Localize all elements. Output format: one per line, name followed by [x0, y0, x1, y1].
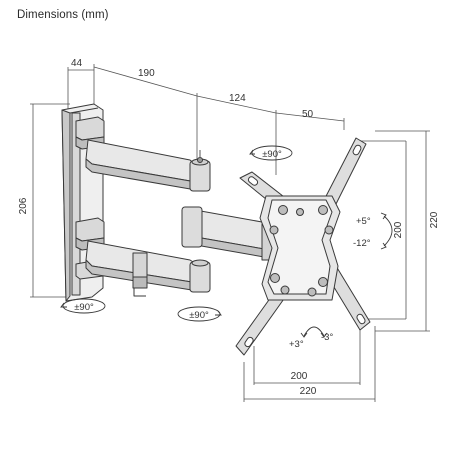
dim-label-124: 124 [229, 93, 246, 104]
dim-line-124 [196, 95, 277, 114]
vesa-plate [235, 137, 371, 356]
rotate-plus-label: +3° [289, 339, 304, 350]
dimension-lines [30, 64, 430, 402]
wall-swivel-label: ±90° [74, 302, 94, 313]
dim-label-206: 206 [18, 197, 29, 214]
arm-swivel-label: ±90° [189, 310, 209, 321]
head-swivel-badge: ±90° [249, 145, 293, 161]
arm-swivel-badge: ±90° [177, 306, 222, 322]
lower-arm [85, 240, 211, 297]
dim-label-220-vertical: 220 [429, 211, 440, 228]
rotation-indicator: +3° -3° [289, 326, 333, 350]
dim-label-44: 44 [71, 58, 83, 69]
dim-label-200-vertical: 200 [393, 221, 404, 238]
dim-label-220-horizontal: 220 [300, 386, 317, 397]
head-swivel-label: ±90° [262, 149, 282, 160]
rotate-minus-label: -3° [321, 332, 333, 343]
tilt-down-label: -12° [353, 238, 371, 249]
upper-arm [85, 139, 211, 192]
wall-swivel-badge: ±90° [60, 298, 106, 314]
dim-line-190 [93, 66, 198, 97]
tilt-indicator: +5° -12° [353, 212, 393, 250]
dim-line-50 [275, 112, 345, 122]
dim-label-190: 190 [138, 68, 155, 79]
dim-label-200-horizontal: 200 [291, 371, 308, 382]
dim-label-50: 50 [302, 109, 314, 120]
tilt-up-label: +5° [356, 216, 371, 227]
diagram-title: Dimensions (mm) [17, 9, 109, 21]
